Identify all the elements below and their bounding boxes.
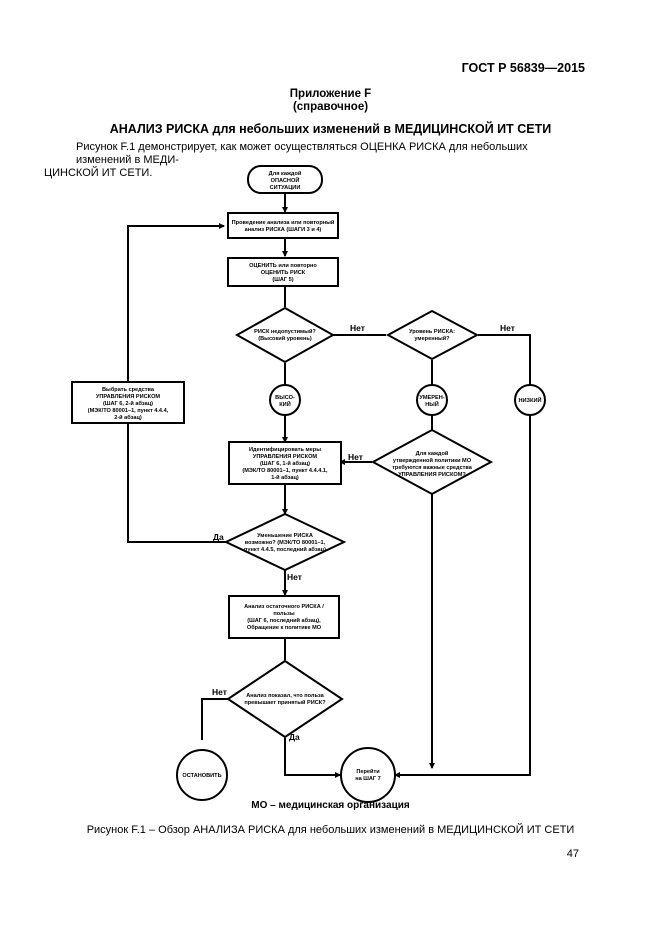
box-select-risk-controls: Выбрать средства УПРАВЛЕНИЯ РИСКОМ (ШАГ … bbox=[71, 381, 185, 424]
circle-text: УМЕРЕН- bbox=[419, 395, 444, 401]
connectors bbox=[127, 193, 531, 778]
box-text: ОЦЕНИТЬ РИСК bbox=[261, 270, 306, 276]
page-number: 47 bbox=[566, 848, 579, 860]
document-id: ГОСТ Р 56839—2015 bbox=[461, 61, 585, 75]
box-identify-risk-controls: Идентифицировать меры УПРАВЛЕНИЯ РИСКОМ … bbox=[228, 441, 342, 485]
appendix-title: Приложение F (справочное) bbox=[0, 88, 661, 114]
box-text: 2-й абзац) bbox=[114, 414, 142, 421]
decision-text: превышает принятый РИСК? bbox=[244, 699, 326, 706]
decision-text: пункт 4.4.5, последний абзац) bbox=[244, 546, 326, 553]
box-text: УПРАВЛЕНИЯ РИСКОМ bbox=[253, 454, 318, 460]
connector bbox=[478, 334, 531, 385]
connector bbox=[127, 423, 226, 543]
appendix-note: (справочное) bbox=[292, 101, 369, 113]
decision-text: УПРАВЛЕНИЯ РИСКОМ? bbox=[398, 472, 466, 478]
box-text: Проведение анализа или повторный bbox=[232, 219, 335, 226]
box-text: (МЭК/ТО 80001–1, пункт 4.4.4.1, bbox=[242, 468, 328, 474]
circle-high: ВЫСО- КИЙ bbox=[269, 384, 301, 416]
start-text: СИТУАЦИИ bbox=[270, 185, 301, 191]
connector bbox=[284, 738, 341, 778]
circle-text: НЫЙ bbox=[425, 400, 439, 408]
decision-text: РИСК недопустимый? bbox=[254, 328, 316, 335]
circle-text: НИЗКИЙ bbox=[518, 396, 541, 404]
box-text: 1-й абзац) bbox=[271, 474, 299, 481]
label-no-2: Нет bbox=[500, 323, 515, 333]
connector bbox=[201, 698, 228, 740]
circle-stop: ОСТАНОВИТЬ bbox=[176, 749, 228, 801]
start-terminator: Для каждой ОПАСНОЙ СИТУАЦИИ bbox=[247, 165, 323, 194]
label-no-1: Нет bbox=[350, 323, 365, 333]
box-text: Идентифицировать меры bbox=[249, 446, 321, 453]
decision-text: Анализ показал, что польза bbox=[246, 693, 324, 699]
decision-benefit: Анализ показал, что польза превышает при… bbox=[226, 659, 344, 739]
box-risk-analysis: Проведение анализа или повторный анализ … bbox=[227, 212, 339, 239]
circle-text: ВЫСО- bbox=[275, 395, 295, 401]
connector bbox=[127, 223, 225, 382]
box-text: Выбрать средства bbox=[102, 386, 155, 393]
box-residual-risk: Анализ остаточного РИСКА / пользы (ШАГ 6… bbox=[228, 595, 340, 639]
decision-policy-controls: Для каждой утвержденной политики МО треб… bbox=[370, 428, 494, 496]
section-heading: АНАЛИЗ РИСКА для небольших изменений в М… bbox=[109, 122, 552, 136]
intro-line-2: ЦИНСКОЙ ИТ СЕТИ. bbox=[44, 167, 153, 179]
circle-text: КИЙ bbox=[279, 400, 290, 408]
label-yes-2: Да bbox=[289, 732, 300, 742]
box-text: (ШАГ 5) bbox=[272, 277, 293, 283]
decision-text: Для каждой bbox=[416, 450, 449, 457]
label-yes-1: Да bbox=[213, 532, 224, 542]
decision-risk-reduced: Уменьшение РИСКА возможно? (МЭК/ТО 80001… bbox=[223, 512, 347, 572]
box-text: Обращение к политике МО bbox=[247, 624, 322, 631]
start-text: Для каждой bbox=[269, 170, 302, 177]
decision-text: (Высокий уровень) bbox=[258, 335, 312, 342]
circle-goto-step7: Перейти на ШАГ 7 bbox=[340, 747, 396, 803]
box-evaluate-risk: ОЦЕНИТЬ или повторно ОЦЕНИТЬ РИСК (ШАГ 5… bbox=[227, 257, 339, 287]
figure-legend: МО – медицинская организация bbox=[251, 800, 410, 811]
box-text: ОЦЕНИТЬ или повторно bbox=[249, 263, 317, 269]
intro-paragraph: Рисунок F.1 демонстрирует, как может осу… bbox=[44, 141, 586, 180]
label-no-3: Нет bbox=[348, 452, 363, 462]
label-no-4: Нет bbox=[287, 572, 302, 582]
connector bbox=[394, 415, 531, 778]
start-text: ОПАСНОЙ bbox=[271, 176, 300, 184]
box-text: Анализ остаточного РИСКА / bbox=[244, 604, 324, 610]
circle-low: НИЗКИЙ bbox=[514, 384, 546, 416]
decision-text: утвержденной политики МО bbox=[393, 457, 472, 464]
decision-text: умеренный? bbox=[414, 335, 450, 342]
box-text: анализ РИСКА (ШАГИ 3 и 4) bbox=[245, 227, 322, 233]
decision-text: Уровень РИСКА: bbox=[409, 329, 455, 335]
circle-text: ОСТАНОВИТЬ bbox=[182, 773, 221, 779]
label-no-5: Нет bbox=[212, 687, 227, 697]
circle-text: на ШАГ 7 bbox=[355, 776, 381, 782]
intro-line-1: Рисунок F.1 демонстрирует, как может осу… bbox=[76, 141, 528, 166]
box-text: (ШАГ 6, последний абзац), bbox=[247, 617, 321, 624]
decision-risk-level: Уровень РИСКА: умеренный? bbox=[385, 309, 480, 361]
box-text: (ШАГ 6, 1-й абзац) bbox=[260, 460, 310, 467]
appendix-label: Приложение F bbox=[289, 88, 372, 100]
box-text: УПРАВЛЕНИЯ РИСКОМ bbox=[96, 394, 161, 400]
circle-medium: УМЕРЕН- НЫЙ bbox=[416, 384, 448, 416]
box-text: (МЭК/ТО 80001–1, пункт 4.4.4, bbox=[88, 408, 169, 414]
decision-text: возможно? (МЭК/ТО 80001–1, bbox=[245, 540, 326, 546]
decision-text: требуются важные средства bbox=[392, 464, 473, 471]
circle-text: Перейти bbox=[356, 768, 380, 775]
decision-text: Уменьшение РИСКА bbox=[257, 533, 313, 539]
decision-risk-unacceptable: РИСК недопустимый? (Высокий уровень) bbox=[234, 306, 336, 364]
box-text: (ШАГ 6, 2-й абзац) bbox=[103, 400, 153, 407]
box-text: пользы bbox=[273, 611, 294, 617]
figure-caption: Рисунок F.1 – Обзор АНАЛИЗА РИСКА для не… bbox=[86, 824, 575, 836]
